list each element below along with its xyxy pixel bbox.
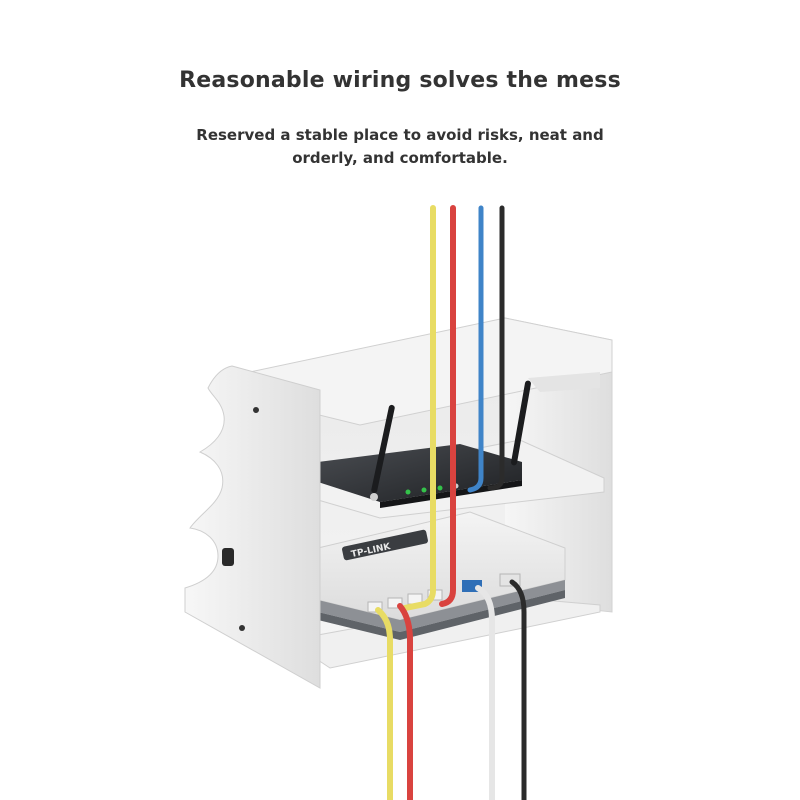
subtitle: Reserved a stable place to avoid risks, …	[196, 126, 604, 167]
cable-blue-top	[467, 205, 484, 493]
modem-device: TP-LINK	[317, 511, 566, 640]
cables-top	[402, 205, 505, 611]
cable-black-bottom	[509, 579, 527, 800]
cable-yellow-top	[402, 205, 436, 611]
router-port-led	[405, 489, 411, 495]
shelf-left-panel	[184, 365, 321, 689]
headline: Reasonable wiring solves the mess	[179, 68, 621, 93]
cable-yellow-bottom	[375, 607, 393, 800]
cable-red-bottom	[397, 603, 413, 800]
cable-white-bottom	[475, 585, 495, 800]
cable-black-top	[487, 205, 505, 491]
cables-bottom	[375, 579, 527, 800]
cable-red-top	[439, 205, 456, 607]
